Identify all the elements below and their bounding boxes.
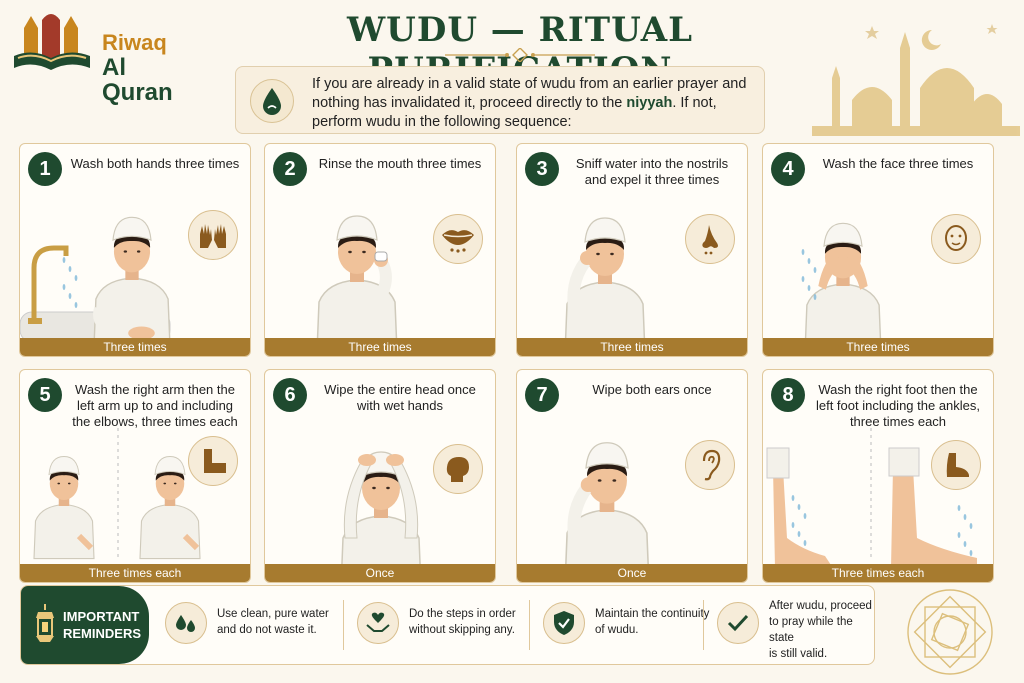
step-frequency-label: Once [517, 564, 747, 582]
step-instruction: Rinse the mouth three times [318, 156, 482, 171]
step-instruction: Wash both hands three times [70, 156, 240, 171]
mouth-icon [433, 214, 483, 264]
step-illustration [20, 216, 171, 340]
mosque-book-logo-icon [14, 14, 90, 70]
reminder-text: without skipping any. [409, 624, 515, 636]
step-number-badge: 4 [771, 152, 805, 186]
lantern-icon [36, 604, 54, 642]
step-instruction: Wash the right arm then the left arm up … [72, 382, 238, 429]
important-reminders: IMPORTANT REMINDERS Use clean, pure wate… [20, 585, 875, 665]
step-card-8: 8 Wash the right foot then the left foot … [762, 369, 994, 583]
reminder-item: Do the steps in order without skipping an… [357, 598, 527, 654]
step-frequency-label: Three times [763, 338, 993, 356]
reminder-item: Use clean, pure water and do not waste it… [165, 598, 343, 654]
head-icon [433, 444, 483, 494]
step-card-3: 3 Sniff water into the nostrils and expel… [516, 143, 748, 357]
reminder-text: Do the steps in order [409, 608, 516, 620]
foot-icon [931, 440, 981, 490]
geometric-rosette-icon [907, 589, 993, 675]
reminder-text: Maintain the continuity [595, 608, 710, 620]
step-frequency-label: Once [265, 564, 495, 582]
reminder-text: is still valid. [769, 648, 828, 660]
step-number-badge: 2 [273, 152, 307, 186]
step-frequency-label: Three times [517, 338, 747, 356]
reminder-text: After wudu, proceed [769, 600, 872, 612]
arm-icon [188, 436, 238, 486]
reminders-heading-2: REMINDERS [63, 626, 142, 641]
reminder-text: Use clean, pure water [217, 608, 329, 620]
step-number-badge: 5 [28, 378, 62, 412]
intro-text: If you are already in a valid state of w… [312, 76, 747, 130]
step-number-badge: 6 [273, 378, 307, 412]
intro-box: If you are already in a valid state of w… [235, 66, 765, 134]
step-illustration [33, 428, 201, 560]
logo-line2: Al Quran [102, 54, 173, 106]
face-icon [931, 214, 981, 264]
step-frequency-label: Three times each [763, 564, 993, 582]
step-illustration [801, 222, 882, 340]
step-instruction: Wipe both ears once [592, 382, 712, 397]
ear-icon [685, 440, 735, 490]
nose-icon [685, 214, 735, 264]
title-ornament-icon [445, 48, 595, 62]
heart-hands-icon [357, 602, 399, 644]
divider [529, 600, 530, 650]
step-card-5: 5 Wash the right arm then the left arm up… [19, 369, 251, 583]
logo-line1: Riwaq [102, 30, 167, 55]
checkmark-icon [717, 602, 759, 644]
step-number-badge: 3 [525, 152, 559, 186]
step-number-badge: 1 [28, 152, 62, 186]
reminders-header: IMPORTANT REMINDERS [21, 586, 149, 664]
step-frequency-label: Three times each [20, 564, 250, 582]
brand-logo: Riwaq Al Quran [10, 8, 200, 105]
shield-check-icon [543, 602, 585, 644]
divider [343, 600, 344, 650]
reminder-item: After wudu, proceed to pray while the sta… [717, 598, 873, 660]
mosque-skyline-icon [812, 24, 1020, 136]
step-illustration [564, 442, 650, 566]
reminders-heading-1: IMPORTANT [63, 609, 140, 624]
step-instruction: Wipe the entire head once with wet hands [324, 382, 476, 413]
step-illustration [564, 217, 646, 340]
step-instruction: Wash the right foot then the left foot i… [815, 382, 981, 429]
step-instruction: Sniff water into the nostrils and expel … [575, 156, 729, 187]
step-frequency-label: Three times [20, 338, 250, 356]
hands-icon [188, 210, 238, 260]
step-illustration [341, 451, 421, 566]
step-frequency-label: Three times [265, 338, 495, 356]
step-number-badge: 8 [771, 378, 805, 412]
step-number-badge: 7 [525, 378, 559, 412]
water-drop-icon [250, 79, 294, 123]
step-illustration [766, 428, 977, 566]
step-card-6: 6 Wipe the entire head once with wet hand… [264, 369, 496, 583]
reminder-item: Maintain the continuity of wudu. [543, 598, 713, 654]
reminder-text: of wudu. [595, 624, 639, 636]
reminder-text: and do not waste it. [217, 624, 317, 636]
step-illustration [316, 215, 398, 340]
step-instruction: Wash the face three times [822, 156, 974, 171]
reminder-text: to pray while the state [769, 616, 853, 644]
divider [703, 600, 704, 650]
water-drops-icon [165, 602, 207, 644]
